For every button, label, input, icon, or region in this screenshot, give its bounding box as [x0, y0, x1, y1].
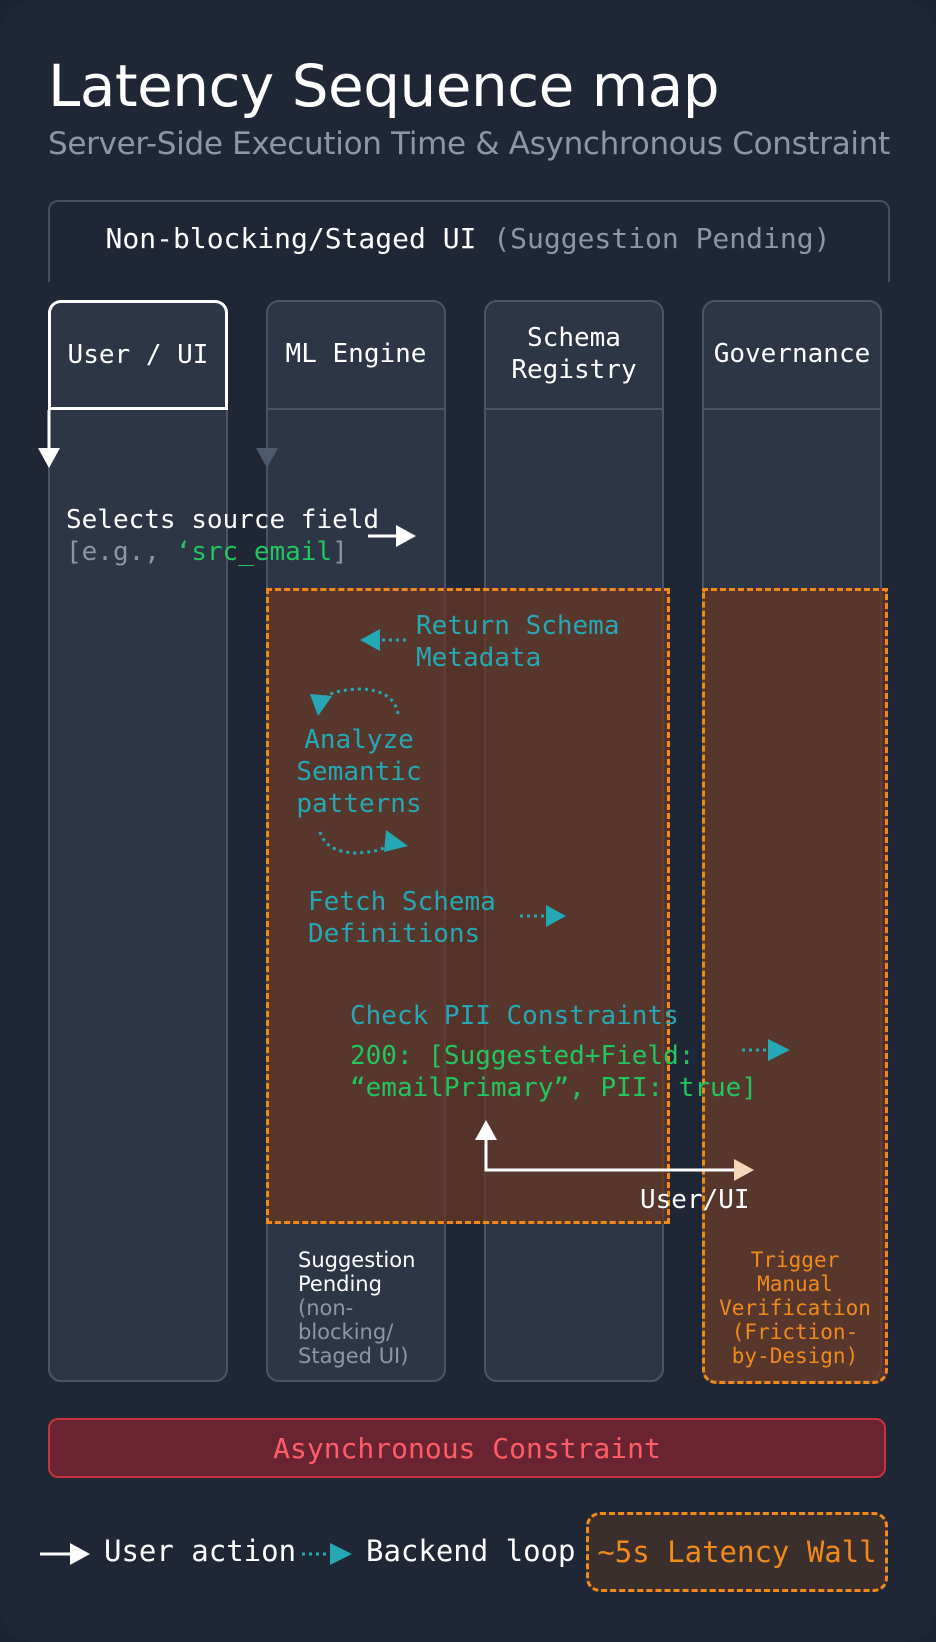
- analyze-loop-bottom-head: [384, 830, 408, 852]
- ml-entry-arrowhead: [256, 448, 278, 468]
- step-return-schema: Return Schema Metadata: [416, 611, 620, 673]
- legend-user-action: User action: [104, 1534, 297, 1568]
- suggestion-pending-note: Suggestion Pending (non- blocking/ Stage…: [298, 1248, 415, 1368]
- suggestion-subnote: (non- blocking/ Staged UI): [298, 1296, 409, 1368]
- staged-ui-main: Non-blocking/Staged UI: [105, 222, 477, 255]
- page-subtitle: Server-Side Execution Time & Asynchronou…: [48, 126, 890, 162]
- response-line2: “emailPrimary”, PII: true]: [350, 1073, 757, 1103]
- return-schema-head: [360, 629, 380, 651]
- legend-user-head: [70, 1543, 90, 1565]
- async-constraint-bar: Asynchronous Constraint: [48, 1418, 886, 1478]
- legend-backend-head: [330, 1543, 352, 1565]
- select-value: ‘src_email: [175, 537, 333, 567]
- lane-header-governance: Governance: [702, 300, 882, 410]
- lane-header-ml-engine: ML Engine: [266, 300, 446, 410]
- staged-ui-bracket: [48, 200, 890, 282]
- suggestion-title: Suggestion Pending: [298, 1248, 416, 1296]
- user-entry-arrowhead: [38, 448, 60, 468]
- legend-backend-loop: Backend loop: [366, 1534, 576, 1568]
- latency-wall-ml-schema: [266, 588, 670, 1224]
- select-line1: Selects source field: [66, 505, 380, 535]
- analyze-loop-top: [320, 687, 400, 715]
- step-response: 200: [Suggested+Field: “emailPrimary”, P…: [350, 1040, 757, 1104]
- lane-header-user-ui: User / UI: [48, 300, 228, 410]
- step-return-user: User/UI: [640, 1185, 750, 1215]
- return-user-up-head: [475, 1120, 497, 1140]
- governance-head: [768, 1039, 790, 1061]
- latency-wall-governance: [702, 588, 888, 1384]
- governance-note: Trigger Manual Verification (Friction- b…: [719, 1248, 871, 1368]
- analyze-loop-bottom: [318, 831, 394, 855]
- select-arrow-head: [396, 525, 416, 547]
- lane-header-schema-registry: Schema Registry: [484, 300, 664, 410]
- legend-latency-wall: ~5s Latency Wall: [586, 1512, 888, 1592]
- response-line1: 200: [Suggested+Field:: [350, 1041, 695, 1071]
- staged-ui-note: (Suggestion Pending): [493, 222, 831, 255]
- select-bracket-close: ]: [332, 537, 348, 567]
- page-title: Latency Sequence map: [48, 52, 720, 120]
- step-check-pii: Check PII Constraints: [350, 1001, 679, 1031]
- lane-user-ui: [48, 300, 228, 1382]
- step-analyze: Analyze Semantic patterns: [296, 725, 422, 819]
- fetch-head: [546, 905, 566, 927]
- analyze-loop-top-head: [310, 694, 332, 716]
- staged-ui-label: Non-blocking/Staged UI (Suggestion Pendi…: [48, 222, 888, 255]
- return-user-line: [484, 1136, 736, 1172]
- select-bracket-open: [e.g.,: [66, 537, 176, 567]
- select-line2: [e.g., ‘src_email]: [66, 536, 379, 568]
- return-user-right-head: [734, 1159, 754, 1181]
- step-fetch: Fetch Schema Definitions: [308, 887, 496, 949]
- step-select-source: Selects source field [e.g., ‘src_email]: [66, 504, 379, 568]
